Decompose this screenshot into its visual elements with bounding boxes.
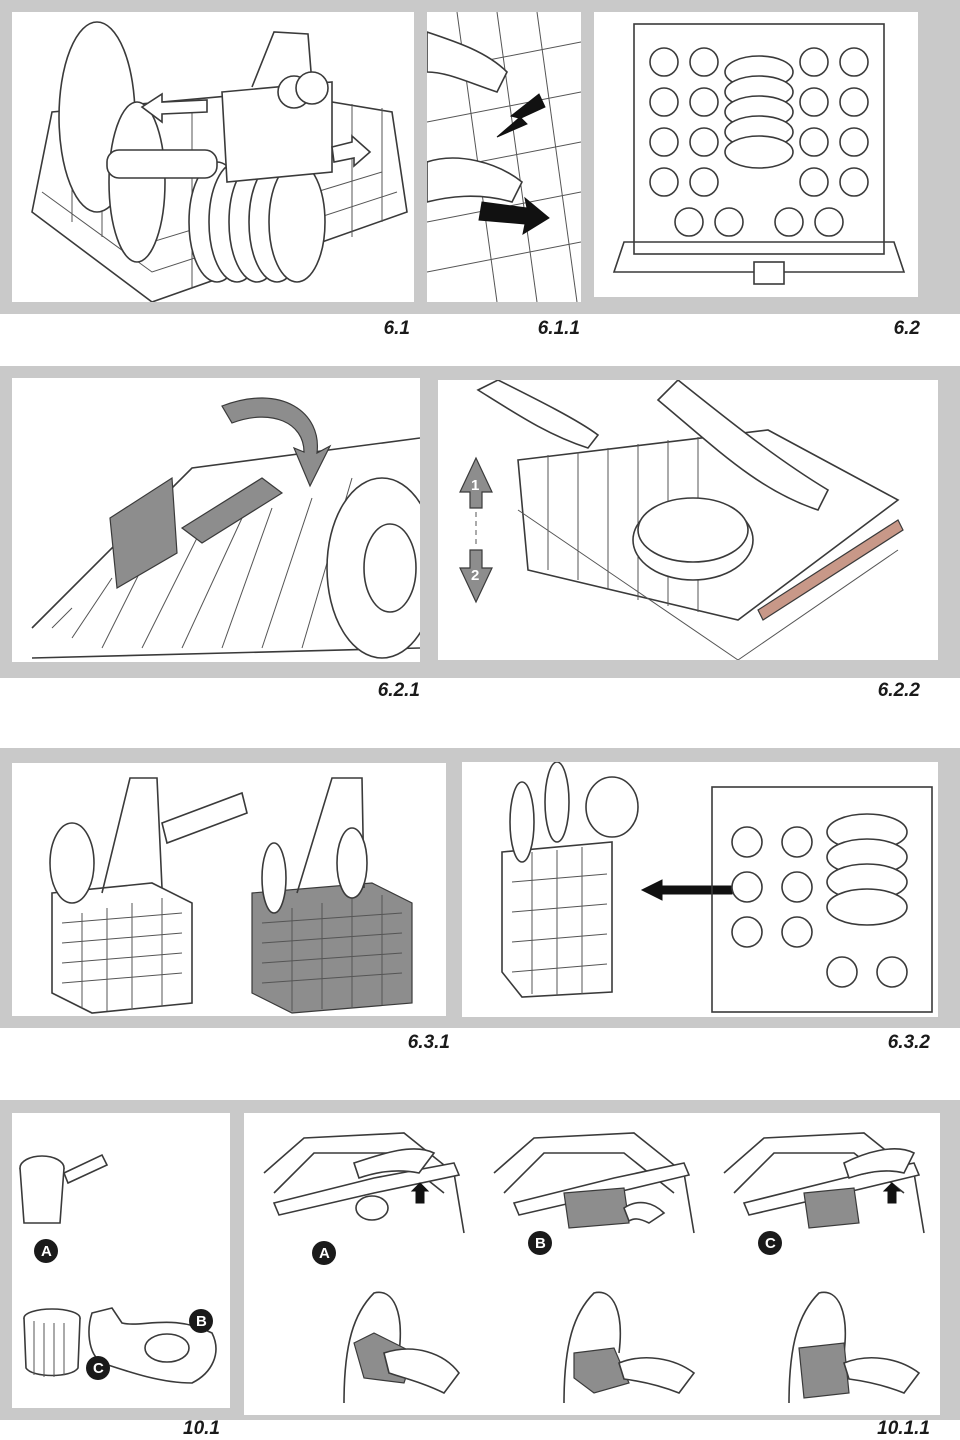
caption-6-2-2: 6.2.2 — [877, 680, 920, 701]
rack-adjust-illustration — [427, 12, 581, 302]
step-2-marker: 2 — [471, 567, 479, 584]
height-adjust-illustration: 1 2 — [459, 380, 904, 660]
marker-b: B — [189, 1309, 213, 1333]
filter-cleaning-illustration: A B C — [263, 1132, 925, 1404]
step-b-marker: B — [535, 1235, 546, 1252]
filter-b-label: B — [196, 1313, 207, 1330]
figure-6-3-1-cutlery-basket — [12, 763, 446, 1016]
step-b-remove-plate: B — [493, 1132, 696, 1404]
figure-6-1-lower-basket — [12, 12, 414, 302]
caption-10-1-1: 10.1.1 — [877, 1418, 930, 1439]
step-1-marker: 1 — [471, 477, 479, 494]
caption-6-2-1: 6.2.1 — [377, 680, 420, 701]
basket-placement-illustration — [501, 762, 933, 1013]
caption-6-1: 6.1 — [383, 318, 410, 339]
figure-6-1-1-rack-adjust — [427, 12, 581, 302]
caption-10-1: 10.1 — [183, 1418, 220, 1439]
lower-basket-illustration — [31, 21, 408, 302]
folding-racks-illustration — [31, 397, 420, 659]
figure-6-3-2-basket-placement — [462, 762, 938, 1017]
caption-6-3-1: 6.3.1 — [407, 1032, 450, 1053]
marker-c: C — [86, 1356, 110, 1380]
filter-parts-illustration: A B C — [19, 1153, 217, 1384]
figure-6-2-2-height-adjust: 1 2 — [438, 380, 938, 660]
step-a-marker: A — [319, 1245, 330, 1262]
step-arrow-down: 2 — [459, 549, 493, 604]
step-c-marker: C — [765, 1235, 776, 1252]
figure-6-2-upper-basket-top-view — [594, 12, 918, 297]
caption-6-1-1: 6.1.1 — [537, 318, 580, 339]
step-a-remove-filter: A — [263, 1132, 465, 1404]
figure-6-2-1-folding-racks — [12, 378, 420, 662]
step-arrow-up: 1 — [459, 456, 493, 509]
marker-a: A — [34, 1239, 58, 1263]
caption-6-3-2: 6.3.2 — [887, 1032, 930, 1053]
step-c-remove-strainer: C — [723, 1132, 925, 1404]
figure-10-1-filter-parts: A B C — [12, 1113, 230, 1408]
figure-10-1-1-filter-cleaning: A B C — [244, 1113, 940, 1415]
filter-a-label: A — [41, 1243, 52, 1260]
upper-basket-top-view-illustration — [612, 23, 906, 285]
caption-6-2: 6.2 — [893, 318, 920, 339]
cutlery-basket-illustration — [49, 777, 413, 1014]
filter-c-label: C — [93, 1360, 104, 1377]
